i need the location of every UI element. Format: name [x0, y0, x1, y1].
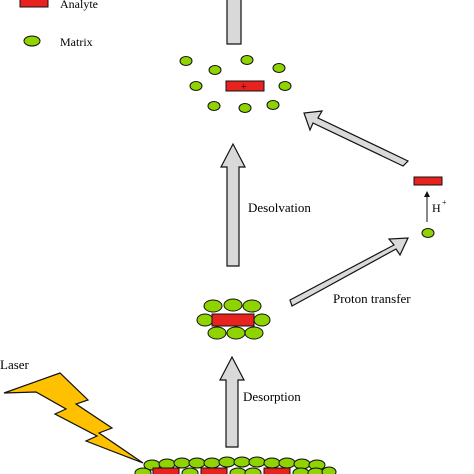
- label-desolvation: Desolvation: [248, 200, 311, 215]
- label-proton-charge: +: [442, 198, 447, 207]
- legend-matrix-swatch: [23, 35, 41, 47]
- matrix-particle: [244, 326, 264, 340]
- ionized-cluster: +: [179, 55, 292, 113]
- matrix-particle: [223, 298, 243, 312]
- matrix-particle: [188, 457, 206, 469]
- label-proton-transfer: Proton transfer: [333, 291, 411, 306]
- label-proton: H: [432, 201, 441, 215]
- crystal-analyte: [263, 467, 291, 474]
- matrix-particle: [189, 81, 203, 91]
- laser-bolt-icon: [3, 372, 144, 464]
- matrix-particle: [218, 456, 236, 468]
- matrix-particle: [207, 101, 221, 111]
- arrow-proton-transfer: [289, 237, 409, 307]
- proton-arrow-head: [424, 191, 430, 197]
- matrix-particle: [266, 100, 280, 110]
- matrix-particle: [242, 299, 262, 313]
- arrow-to-ion: [303, 110, 410, 167]
- crystal-analyte: [152, 467, 180, 474]
- matrix-particle: [278, 81, 292, 91]
- arrow-ion-output: [226, 0, 242, 45]
- matrix-particle: [263, 457, 281, 469]
- arrow-desolvation: [220, 142, 246, 267]
- matrix-particle: [244, 467, 262, 474]
- label-desorption: Desorption: [243, 389, 301, 404]
- sample-crystal: [134, 456, 337, 474]
- ion-charge-sign: +: [241, 82, 247, 93]
- matrix-particle: [292, 467, 310, 474]
- proton-donor-group: H +: [413, 176, 447, 238]
- arrow-desorption: [219, 355, 245, 448]
- matrix-particle: [321, 466, 337, 474]
- matrix-particle: [208, 65, 222, 75]
- donor-analyte: [413, 176, 443, 186]
- crystal-analyte: [200, 467, 228, 474]
- legend-analyte-label: Analyte: [60, 0, 98, 11]
- matrix-particle: [248, 456, 266, 468]
- matrix-particle: [226, 326, 246, 340]
- matrix-particle: [233, 456, 251, 468]
- matrix-particle: [293, 458, 311, 470]
- matrix-particle: [253, 313, 271, 327]
- donor-matrix: [421, 228, 435, 238]
- matrix-particle: [229, 467, 247, 474]
- legend-analyte-swatch: [19, 0, 49, 8]
- cluster-analyte: [211, 313, 255, 327]
- matrix-particle: [181, 467, 199, 474]
- matrix-particle: [207, 326, 227, 340]
- label-laser: Laser: [0, 357, 30, 372]
- matrix-particle: [196, 313, 214, 327]
- ion-analyte: [225, 80, 265, 92]
- matrix-particle: [134, 467, 152, 474]
- legend-matrix-label: Matrix: [60, 35, 93, 49]
- matrix-particle: [307, 467, 325, 474]
- matrix-particle: [203, 299, 223, 313]
- matrix-particle: [179, 56, 193, 66]
- matrix-particle: [203, 457, 221, 469]
- legend: Analyte Matrix: [19, 0, 98, 49]
- matrix-particle: [272, 63, 286, 73]
- desorbed-cluster: [196, 298, 271, 340]
- matrix-particle: [278, 457, 296, 469]
- matrix-particle: [240, 55, 254, 65]
- matrix-particle: [173, 457, 191, 469]
- matrix-particle: [238, 103, 252, 113]
